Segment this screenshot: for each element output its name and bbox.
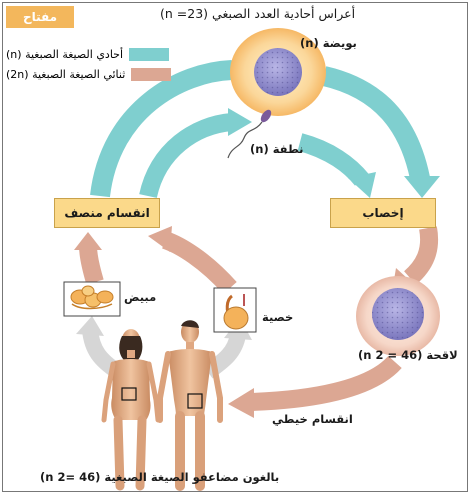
diagram-frame — [2, 2, 468, 492]
diploid-arrow-zygote-adults — [249, 355, 402, 411]
female-figure — [101, 329, 161, 491]
ovary-image — [63, 281, 121, 317]
male-figure — [157, 320, 223, 491]
haploid-arrow-inner — [139, 113, 234, 199]
haploid-arrowhead-2 — [228, 108, 252, 136]
key-title: مفتاح — [6, 6, 74, 28]
sperm-cell — [227, 109, 272, 159]
diploid-arrowhead-2 — [228, 388, 254, 418]
diploid-arrow-testis-meiosis — [161, 231, 237, 295]
haploid-arrowhead-3 — [348, 172, 376, 198]
testis-image — [213, 287, 257, 333]
gametes-title: أعراس أحادية العدد الصبغي (n =23) — [160, 6, 356, 21]
mitosis-label: انقسام خيطي — [272, 412, 353, 426]
zygote-label: لاقحة (n 2 = 46) — [358, 348, 458, 362]
egg-cell — [230, 28, 326, 116]
key-item-diploid: ثنائي الصيغة الصبغية (2n) — [6, 68, 172, 81]
egg-label: بويضة (n) — [300, 36, 357, 50]
key-item-haploid: أحادي الصيغة الصبغية (n) — [6, 48, 170, 61]
adults-label: بالغون مضاعفو الصيغة الصبغية (n 2= 46) — [40, 470, 280, 484]
meiosis-box: انقسام منصف — [54, 198, 160, 228]
key-label-haploid: أحادي الصيغة الصبغية (n) — [6, 48, 124, 61]
diploid-arrowhead-4 — [74, 232, 102, 250]
haploid-arrow-outer-2 — [321, 66, 430, 181]
haploid-swatch — [129, 48, 170, 61]
testis-label: خصية — [262, 310, 294, 324]
zygote-cell — [356, 276, 440, 356]
fertilization-box: إخصاب — [330, 198, 436, 228]
diploid-arrow-fertilization-zygote — [403, 226, 438, 285]
diploid-swatch — [131, 68, 172, 81]
key-label-diploid: ثنائي الصيغة الصبغية (2n) — [6, 68, 126, 81]
diploid-arrowhead-3 — [148, 226, 172, 252]
haploid-arrowhead-1 — [404, 176, 440, 198]
sperm-label: نطفة (n) — [250, 142, 304, 156]
haploid-arrow-inner-2 — [297, 133, 370, 186]
diploid-arrow-ovary-meiosis — [79, 245, 104, 285]
ovary-label: مبيض — [124, 290, 157, 304]
haploid-arrow-outer — [90, 60, 233, 198]
grey-arrowhead-female — [76, 316, 104, 336]
